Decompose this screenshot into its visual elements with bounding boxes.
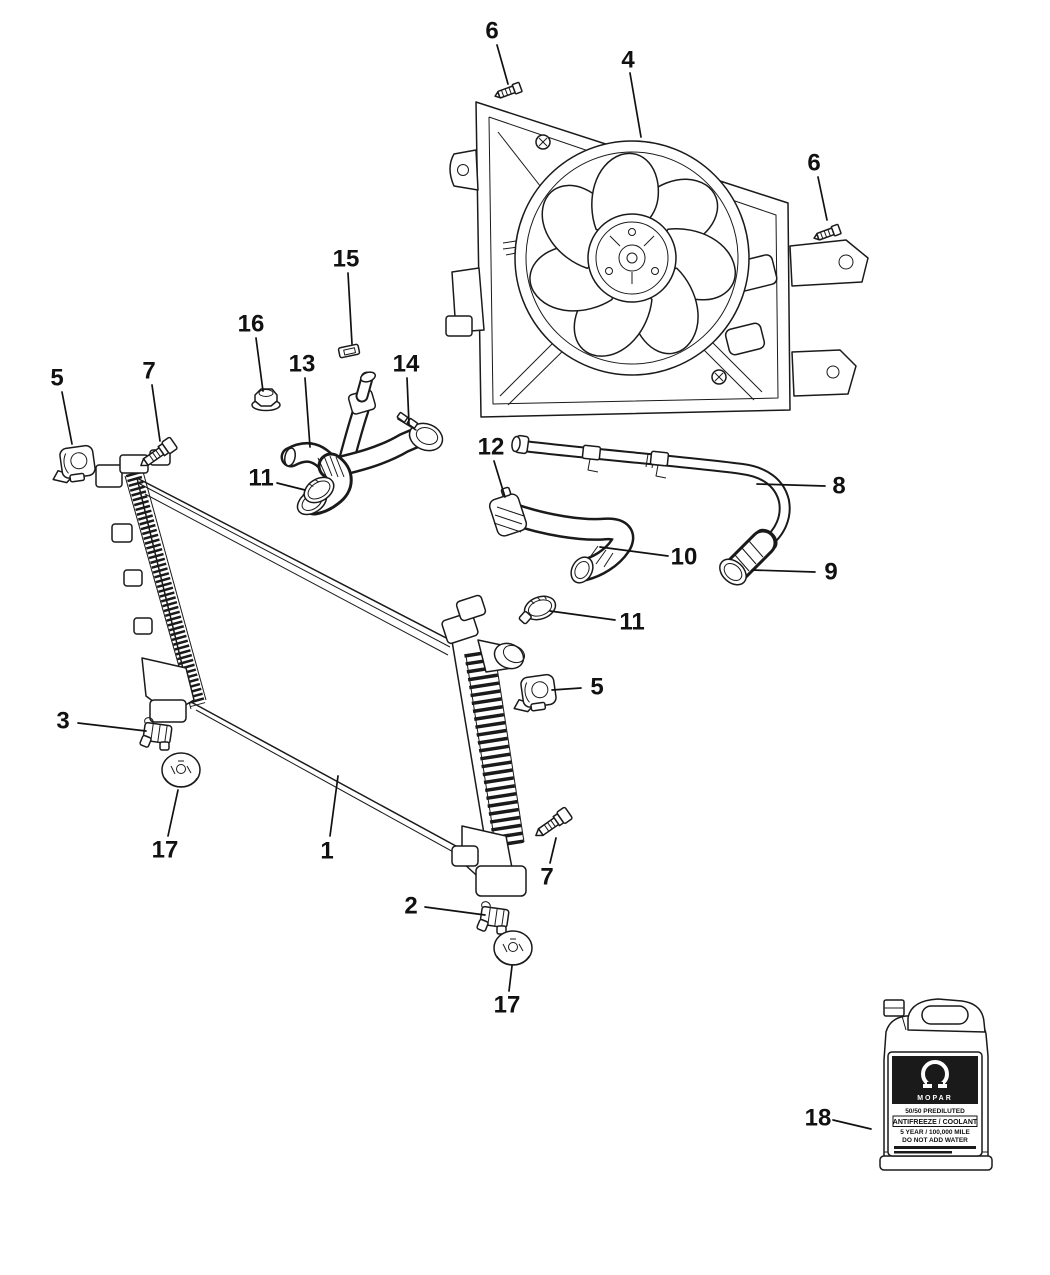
fan-shroud-assembly-drawing: [445, 101, 869, 418]
jug-brand-text: MOPAR: [917, 1095, 953, 1102]
insulator-5-icon: [48, 444, 98, 486]
part-callout-13: 13: [289, 351, 316, 378]
grommet-17-icon: [161, 752, 201, 788]
callout-leader-16: [255, 337, 264, 392]
part-callout-5: 5: [590, 674, 603, 701]
screw-6-icon: [811, 223, 842, 244]
part-callout-10: 10: [671, 544, 698, 571]
part-callout-3: 3: [56, 708, 69, 735]
callout-leader-4: [629, 72, 642, 138]
grommet-17-icon: [493, 930, 533, 966]
part-callout-5: 5: [50, 365, 63, 392]
flange-nut-16-icon: [251, 388, 281, 412]
part-callout-6: 6: [485, 18, 498, 45]
lower-hose-assembly-drawing: [488, 434, 791, 586]
shroud-left-ear: [449, 149, 479, 191]
radiator-drawing: [95, 449, 527, 897]
callout-leader-9: [751, 569, 816, 573]
callout-leader-7: [549, 837, 557, 864]
callout-leader-17: [508, 965, 513, 992]
callout-leader-11: [276, 482, 306, 491]
part-callout-4: 4: [621, 47, 635, 74]
callout-leader-2: [424, 906, 486, 916]
screw-6-icon: [492, 81, 523, 102]
clip-2-icon: [475, 900, 511, 936]
callout-leader-8: [756, 483, 826, 487]
part-callout-7: 7: [142, 358, 155, 385]
hose-clip-15-icon: [337, 343, 361, 359]
callout-leader-6: [496, 44, 509, 85]
callout-leader-13: [304, 377, 311, 448]
jug-label: MOPAR 50/50 PREDILUTED ANTIFREEZE / COOL…: [887, 1051, 983, 1157]
upper-hose-assembly-drawing: [280, 371, 444, 516]
callout-leader-5: [551, 687, 582, 691]
callout-leader-5: [61, 391, 73, 445]
hose-clamp-11-icon: [303, 476, 335, 504]
part-callout-15: 15: [333, 246, 360, 273]
radiator-left-tank: [125, 470, 206, 708]
hose-clamp-11-icon: [513, 591, 560, 628]
part-callout-9: 9: [824, 559, 837, 586]
part-callout-14: 14: [393, 351, 420, 378]
shroud-right-ear-bottom: [791, 349, 857, 397]
part-callout-16: 16: [238, 311, 265, 338]
tube-bracket-icon: [581, 444, 670, 479]
jug-label-line: 5 YEAR / 100,000 MILE: [900, 1129, 970, 1136]
part-callout-12: 12: [478, 434, 505, 461]
tension-clamp-14-icon: [396, 411, 419, 431]
callout-leader-12: [493, 460, 506, 498]
jug-label-line: ANTIFREEZE / COOLANT: [893, 1119, 978, 1126]
part-callout-1: 1: [320, 838, 333, 865]
part-callout-18: 18: [805, 1105, 832, 1132]
hose-clamp-12-icon: [488, 486, 528, 537]
callout-leader-3: [77, 722, 147, 732]
coolant-jug-drawing: MOPAR 50/50 PREDILUTED ANTIFREEZE / COOL…: [879, 998, 993, 1171]
jug-label-line: DO NOT ADD WATER: [902, 1137, 968, 1144]
callout-leader-6: [817, 176, 828, 221]
callout-leader-1: [329, 775, 339, 837]
part-callout-8: 8: [832, 473, 845, 500]
radiator-filler-neck: [441, 594, 526, 673]
part-callout-17: 17: [152, 837, 179, 864]
fan-motor-hub: [587, 213, 677, 303]
part-callout-7: 7: [540, 864, 553, 891]
callout-leader-14: [406, 377, 410, 425]
callout-leader-10: [599, 546, 669, 557]
radiator-right-spring: [464, 649, 524, 849]
screw-7-icon: [531, 806, 574, 842]
part-callout-11: 11: [248, 465, 273, 492]
callout-leader-17: [167, 789, 179, 837]
callout-leader-11: [549, 610, 616, 621]
jug-label-line: 50/50 PREDILUTED: [905, 1108, 965, 1115]
part-callout-11: 11: [619, 609, 644, 636]
part-callout-2: 2: [404, 893, 417, 920]
shroud-screw-icon: [535, 134, 551, 150]
callout-leader-7: [151, 384, 161, 442]
part-callout-17: 17: [494, 992, 521, 1019]
part-callout-6: 6: [807, 150, 820, 177]
insulator-5-icon: [509, 673, 559, 715]
shroud-right-ear-top: [789, 239, 869, 287]
screw-7-icon: [136, 436, 179, 472]
callout-leader-15: [347, 272, 353, 345]
shroud-screw-icon: [711, 369, 727, 385]
callout-leader-18: [832, 1119, 872, 1130]
